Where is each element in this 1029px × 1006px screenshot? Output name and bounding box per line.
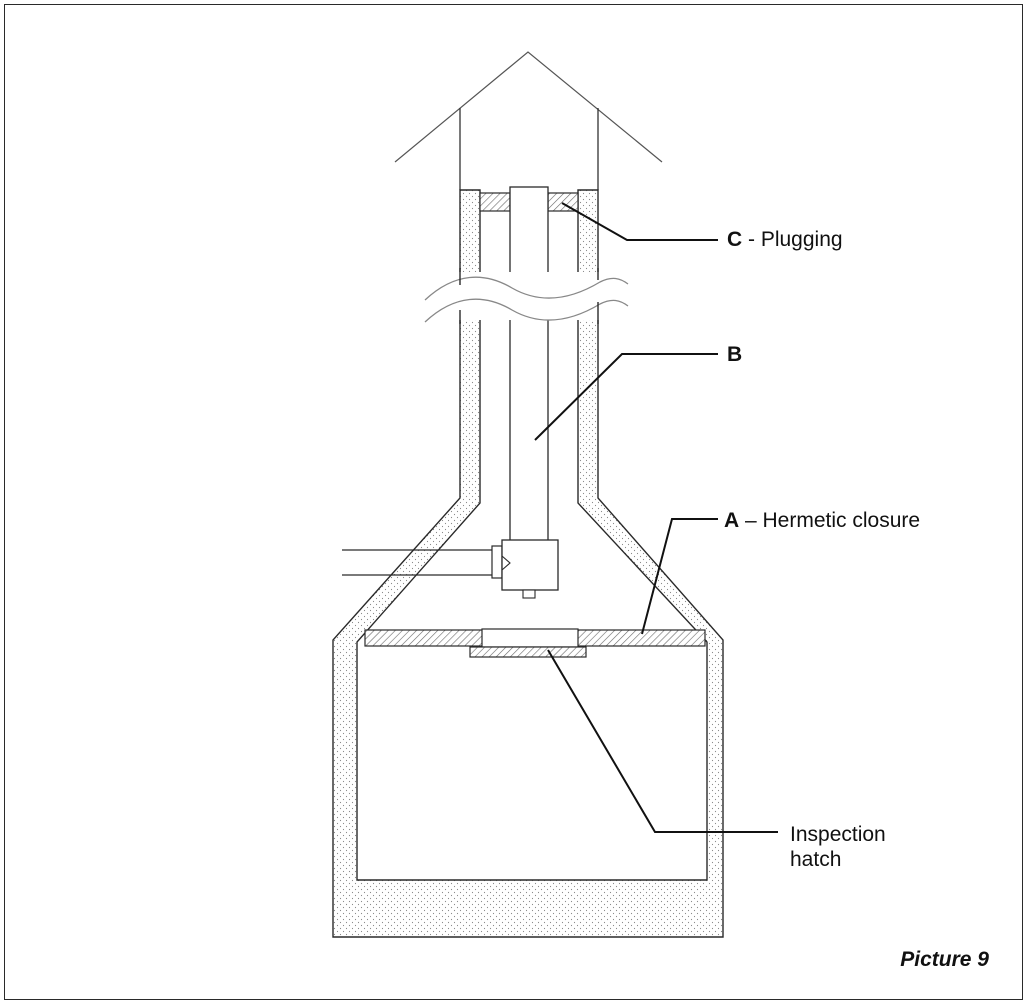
label-hatch-line1: Inspection (790, 823, 886, 846)
break-mark-upper (424, 276, 629, 301)
pipe-elbow-notch (501, 555, 511, 571)
insulated-outer-wall (332, 189, 724, 938)
leader-line-c (561, 202, 718, 241)
pipe-elbow-fitting (501, 539, 559, 591)
closure-opening (481, 628, 579, 648)
label-b-letter: B (727, 343, 743, 366)
break-mark-lower (424, 298, 629, 323)
drain-nipple (522, 589, 536, 599)
label-a-text: – Hermetic closure (739, 509, 921, 532)
leader-line-a (641, 518, 718, 635)
label-plugging: C - Plugging (727, 227, 843, 252)
label-hermetic-closure: A – Hermetic closure (724, 508, 920, 533)
picture-caption: Picture 9 (900, 948, 989, 971)
label-inner-pipe: B (727, 342, 742, 367)
leader-line-hatch (547, 649, 778, 833)
leader-line-b (534, 353, 718, 441)
label-hatch-line2: hatch (790, 848, 842, 871)
inner-pipe (509, 186, 549, 543)
plugging-left (479, 192, 511, 212)
pipe-coupling (491, 545, 503, 579)
figure-frame (4, 4, 1023, 1000)
label-c-text: - Plugging (742, 228, 843, 251)
break-gap-pipe (509, 272, 549, 320)
label-inspection-hatch: Inspection hatch (790, 822, 950, 872)
plugging-right (547, 192, 579, 212)
label-c-letter: C (727, 228, 743, 251)
label-a-letter: A (724, 509, 740, 532)
inspection-hatch-plate (469, 646, 587, 658)
flow-arrow-head (394, 51, 663, 163)
